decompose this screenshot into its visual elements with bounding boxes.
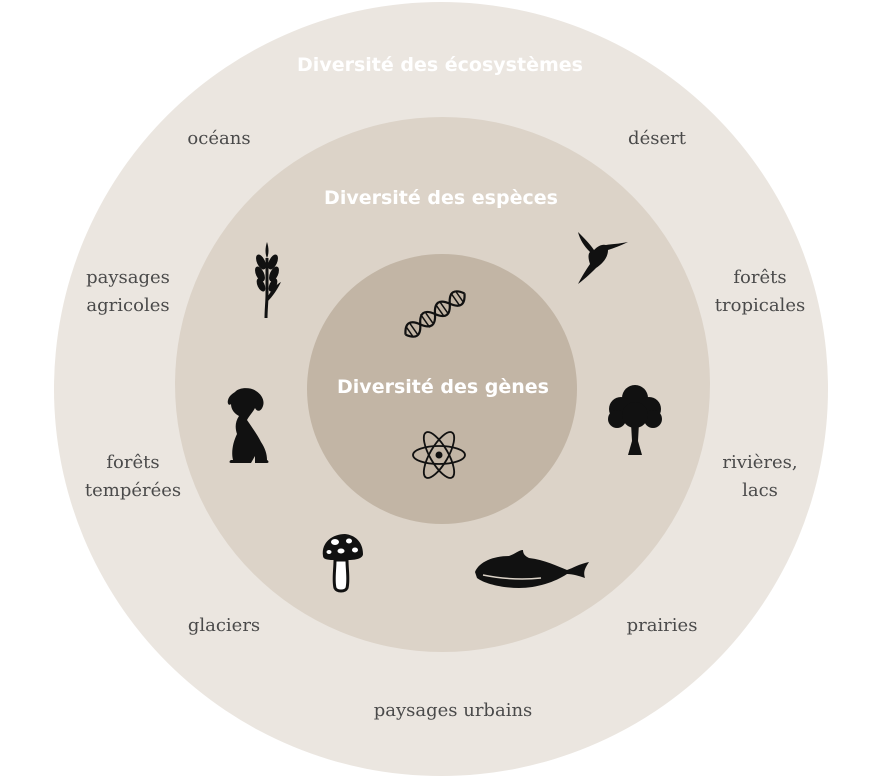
ecosystem-label-agricultural: paysages agricoles [86,267,170,316]
ecosystem-label-oceans: océans [187,128,251,149]
tree-icon [606,383,664,457]
whale-icon [473,548,593,594]
ecosystem-label-glaciers: glaciers [187,615,261,636]
hummingbird-icon [574,228,630,286]
mushroom-icon [319,532,365,594]
dna-icon [397,282,473,346]
ecosystem-label-urban: paysages urbains [373,700,533,721]
ecosystem-label-tropical-forests: forêts tropicales [714,267,806,316]
ecosystem-label-rivers-lakes: rivières, lacs [722,452,798,501]
genes-title: Diversité des gènes [337,376,549,398]
ecosystem-label-prairies: prairies [626,615,698,636]
ecosystems-title: Diversité des écosystèmes [297,54,583,76]
species-title: Diversité des espèces [324,187,558,209]
ecosystem-label-desert: désert [628,128,686,149]
dog-icon [225,386,271,464]
atom-icon [411,430,467,480]
wheat-icon [245,238,289,320]
ecosystem-label-temperate-forests: forêts tempérées [84,452,182,501]
genes-circle [307,254,577,524]
